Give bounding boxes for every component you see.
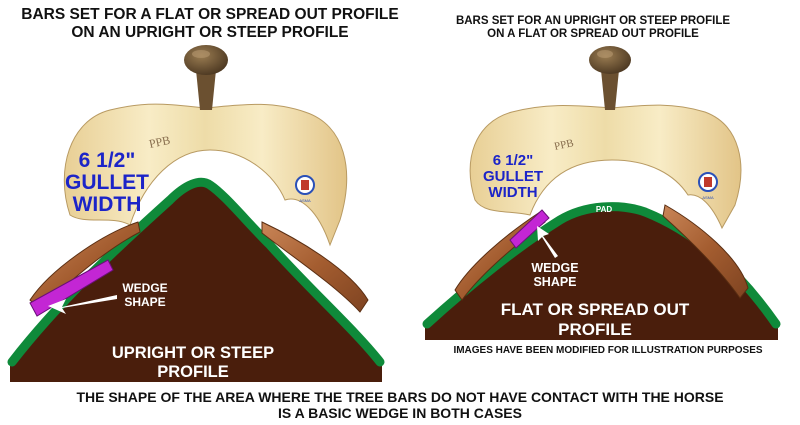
left-logo: ASMA xyxy=(295,175,315,203)
right-wedge-shape xyxy=(509,209,550,249)
left-profile-label: UPRIGHT OR STEEP PROFILE xyxy=(111,344,275,381)
left-panel-title: BARS SET FOR A FLAT OR SPREAD OUT PROFIL… xyxy=(21,6,399,41)
right-tree-stamp: PPB xyxy=(553,137,575,153)
right-panel-title: BARS SET FOR AN UPRIGHT OR STEEP PROFILE… xyxy=(455,15,731,41)
bottom-caption: THE SHAPE OF THE AREA WHERE THE TREE BAR… xyxy=(76,389,724,422)
right-bar-right xyxy=(662,204,749,299)
left-logo-text: ASMA xyxy=(299,198,311,203)
right-logo-mark xyxy=(704,177,712,187)
left-saddle-tree: PPB ASMA xyxy=(63,45,347,247)
pad-label: PAD xyxy=(595,205,613,214)
right-gullet-width-label: 6 1/2" GULLET WIDTH xyxy=(483,152,543,201)
right-horn-neck xyxy=(601,70,619,110)
left-tree-stamp: PPB xyxy=(148,133,172,151)
left-tree-wood xyxy=(63,103,347,247)
left-logo-mark xyxy=(301,180,309,190)
right-saddle-tree: PPB ASMA xyxy=(469,46,742,230)
right-logo: ASMA xyxy=(698,172,718,200)
right-profile-label: FLAT OR SPREAD OUT PROFILE xyxy=(500,300,690,339)
right-wedge-label: WEDGE SHAPE xyxy=(531,261,579,290)
left-horn-neck xyxy=(196,70,216,110)
left-horn-shine xyxy=(192,50,210,58)
right-logo-text: ASMA xyxy=(702,195,714,200)
left-gullet-width-label: 6 1/2" GULLET WIDTH xyxy=(65,149,149,217)
left-bar-right xyxy=(261,221,369,313)
left-horse-profile xyxy=(10,182,382,382)
left-horn-cap xyxy=(184,45,228,75)
right-horn-shine xyxy=(597,50,613,58)
illustration-disclaimer: IMAGES HAVE BEEN MODIFIED FOR ILLUSTRATI… xyxy=(453,345,763,356)
left-wedge-label: WEDGE SHAPE xyxy=(122,281,168,309)
right-wedge-arrow xyxy=(537,226,558,258)
left-wedge-shape xyxy=(29,259,114,317)
left-wedge-arrow xyxy=(48,295,117,314)
right-horn-cap xyxy=(589,46,631,74)
right-tree-wood xyxy=(469,104,742,230)
